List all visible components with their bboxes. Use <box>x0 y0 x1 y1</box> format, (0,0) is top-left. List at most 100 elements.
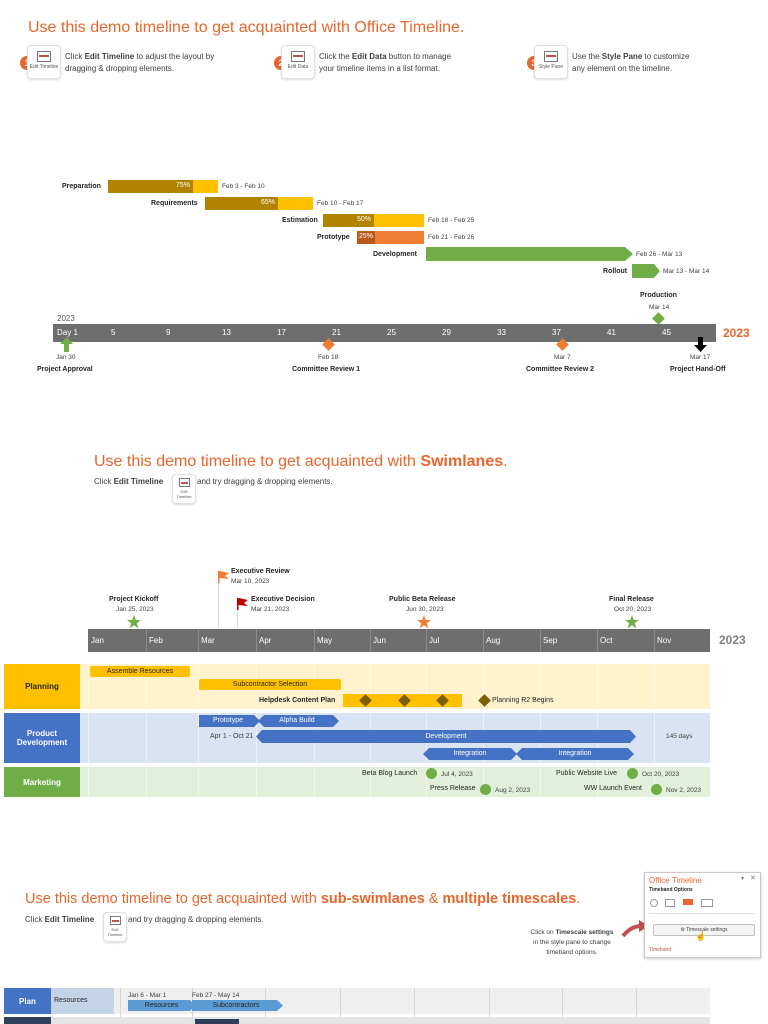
task-subcontractor-selection[interactable]: Subcontractor Selection <box>199 679 341 690</box>
demo2-edit-timeline-button[interactable]: Edit Timeline <box>172 474 196 504</box>
public-beta-release-star-icon[interactable] <box>417 615 431 629</box>
task-name-development: Development <box>373 251 417 258</box>
demo2-subtitle-right: and try dragging & dropping elements. <box>197 477 333 486</box>
timescale-tick-2: 9 <box>166 328 171 337</box>
timescale-settings-label: Timescale settings <box>686 927 728 933</box>
executive-review-flag-icon[interactable] <box>218 571 230 583</box>
project-kickoff-star-icon[interactable] <box>127 615 141 629</box>
month-scale-bar[interactable] <box>88 629 710 652</box>
marketing-ww-launch-name: WW Launch Event <box>584 785 642 792</box>
project-hand-off-arrow-icon[interactable] <box>694 337 707 352</box>
marketing-website-live-dot[interactable] <box>627 768 638 779</box>
task-pct-estimation: 50% <box>356 216 371 223</box>
marketing-press-release-dot[interactable] <box>480 784 491 795</box>
task-bar-rollout[interactable] <box>632 264 660 278</box>
scale-year-right: 2023 <box>723 326 750 340</box>
task-bar-requirements[interactable]: 65% <box>205 197 313 210</box>
edit-data-button-label: Edit Data <box>287 64 309 70</box>
task-dates-requirements: Feb 10 - Feb 17 <box>317 200 364 207</box>
task-integration-1-bar[interactable] <box>423 748 517 760</box>
pane-option-grid-icon[interactable] <box>665 899 675 907</box>
next-lane-bg <box>4 1017 710 1024</box>
month-separator <box>597 629 598 652</box>
timescale-tick-5: 21 <box>332 328 341 337</box>
timescale-tick-10: 41 <box>607 328 616 337</box>
month-separator <box>426 629 427 652</box>
task-name-estimation: Estimation <box>282 217 318 224</box>
task-name-requirements: Requirements <box>151 200 198 207</box>
edit-data-button[interactable]: Edit Data <box>281 45 315 79</box>
month-label-mar: Mar <box>201 636 215 645</box>
next-task-bar[interactable] <box>195 1019 239 1024</box>
demo2-title: Use this demo timeline to get acquainted… <box>94 453 508 470</box>
task-progress-preparation: 75% <box>108 180 193 193</box>
public-beta-release-date: Jun 30, 2023 <box>406 606 444 613</box>
project-approval-arrow-icon[interactable] <box>60 337 73 352</box>
final-release-date: Oct 20, 2023 <box>614 606 652 613</box>
executive-decision-line <box>237 610 238 628</box>
executive-decision-date: Mar 21, 2023 <box>251 606 290 613</box>
pane-option-band-icon[interactable] <box>683 899 693 905</box>
lane-gridline <box>146 664 147 797</box>
marketing-press-release-date: Aug 2, 2023 <box>495 787 531 794</box>
month-separator <box>198 629 199 652</box>
demo3-edit-timeline-button[interactable]: Edit Timeline <box>103 912 127 942</box>
timescale-settings-button[interactable]: ⚙ Timescale settings <box>653 924 755 936</box>
milestone-date-project-hand-off: Mar 17 <box>690 354 711 361</box>
pane-option-ticks-icon[interactable] <box>701 899 713 907</box>
style-pane-button[interactable]: Style Pane <box>534 45 568 79</box>
edit-timeline-button-label: Edit Timeline <box>29 64 59 70</box>
pane-close-icon[interactable]: ✕ <box>750 875 756 882</box>
task-pct-requirements: 65% <box>260 199 275 206</box>
timescale-tick-7: 29 <box>442 328 451 337</box>
executive-review-date: Mar 10, 2023 <box>231 578 270 585</box>
final-release-star-icon[interactable] <box>625 615 639 629</box>
task-subcontractors-dates: Feb 27 - May 14 <box>192 992 240 999</box>
task-helpdesk-label: Helpdesk Content Plan <box>259 697 336 704</box>
lane-gridline <box>88 664 89 797</box>
month-separator <box>314 629 315 652</box>
pane-dropdown-icon[interactable]: ▾ <box>740 876 744 882</box>
style-pane-panel[interactable]: Office Timeline ▾ ✕ Timeband Options ⚙ T… <box>644 872 761 958</box>
task-bar-development[interactable] <box>426 247 633 261</box>
development-duration: 145 days <box>666 733 693 740</box>
task-resources-label: Resources <box>144 1002 179 1009</box>
milestone-name-committee-review-1: Committee Review 1 <box>292 366 361 373</box>
task-bar-prototype[interactable]: 25% <box>357 231 424 244</box>
lane-product-header[interactable]: Product Development <box>4 713 80 763</box>
lane-marketing-header[interactable]: Marketing <box>4 767 80 797</box>
task-prototype-bar[interactable] <box>199 715 260 727</box>
task-alpha-build-bar[interactable] <box>258 715 339 727</box>
timescale-tick-9: 37 <box>552 328 561 337</box>
timescale-bar[interactable] <box>53 324 716 342</box>
marketing-beta-blog-dot[interactable] <box>426 768 437 779</box>
pane-option-none-icon[interactable] <box>650 899 658 907</box>
task-resources-bar[interactable] <box>128 1000 195 1011</box>
lane-gridline <box>256 664 257 797</box>
task-bar-preparation[interactable]: 75% <box>108 180 218 193</box>
step-1-text: Click Edit Timeline to adjust the layout… <box>65 52 215 73</box>
lane-plan-header[interactable]: Plan <box>4 988 51 1014</box>
task-development-bar[interactable] <box>256 730 636 743</box>
timescale-tick-6: 25 <box>387 328 396 337</box>
sublane-resources-header[interactable]: Resources <box>51 988 114 1014</box>
marketing-ww-launch-dot[interactable] <box>651 784 662 795</box>
task-bar-estimation[interactable]: 50% <box>323 214 424 227</box>
task-integration-2-bar[interactable] <box>516 748 634 760</box>
task-assemble-resources[interactable]: Assemble Resources <box>90 666 190 677</box>
next-lane-header[interactable] <box>4 1017 51 1024</box>
executive-review-name: Executive Review <box>231 568 290 575</box>
production-diamond[interactable] <box>652 312 665 325</box>
step-2-text: Click the Edit Data button to manage you… <box>319 52 452 73</box>
timescale-tick-0: Day 1 <box>57 328 78 337</box>
lane-planning-header[interactable]: Planning <box>4 664 80 709</box>
style-pane-button-label: Style Pane <box>538 64 564 70</box>
step-3-text: Use the Style Pane to customize any elem… <box>572 52 690 73</box>
executive-decision-flag-icon[interactable] <box>237 598 249 610</box>
task-dates-rollout: Mar 13 - Mar 14 <box>663 268 710 275</box>
task-subcontractors-bar[interactable] <box>192 1000 283 1011</box>
edit-timeline-button[interactable]: Edit Timeline <box>27 45 61 79</box>
plan-gridline <box>636 988 637 1024</box>
month-label-nov: Nov <box>657 636 672 645</box>
public-beta-release-name: Public Beta Release <box>389 596 456 603</box>
